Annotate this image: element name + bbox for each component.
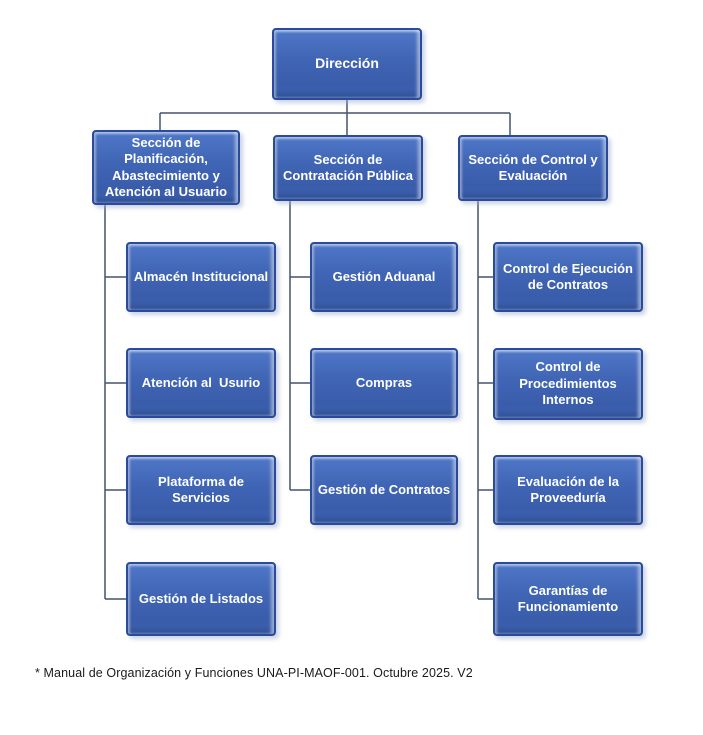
org-node-label: Control de Procedimientos Internos (519, 359, 621, 408)
org-node-label: Almacén Institucional (133, 268, 269, 284)
org-node-label: Compras (355, 374, 413, 390)
org-node-seccion-planificacion: Sección de Planificación, Abastecimiento… (92, 130, 240, 205)
org-node-label: Gestión de Contratos (317, 481, 451, 497)
org-node-almacen-institucional: Almacén Institucional (126, 242, 276, 312)
org-node-gestion-aduanal: Gestión Aduanal (310, 242, 458, 312)
footnote: * Manual de Organización y Funciones UNA… (35, 666, 473, 680)
org-node-label: Sección de Planificación, Abastecimiento… (104, 134, 228, 200)
org-node-direccion: Dirección (272, 28, 422, 100)
org-node-gestion-contratos: Gestión de Contratos (310, 455, 458, 525)
org-node-seccion-contratacion: Sección de Contratación Pública (273, 135, 423, 201)
org-node-label: Sección de Contratación Pública (282, 151, 414, 184)
org-node-label: Gestión de Listados (138, 590, 264, 606)
org-node-control-procedimientos-internos: Control de Procedimientos Internos (493, 348, 643, 420)
org-node-evaluacion-proveeduria: Evaluación de la Proveeduría (493, 455, 643, 525)
org-node-label: Plataforma de Servicios (158, 473, 248, 506)
org-node-garantias-funcionamiento: Garantías de Funcionamiento (493, 562, 643, 636)
org-node-gestion-listados: Gestión de Listados (126, 562, 276, 636)
org-node-label: Garantías de Funcionamiento (517, 582, 619, 615)
org-node-label: Dirección (315, 55, 379, 72)
org-node-label: Evaluación de la Proveeduría (517, 473, 623, 506)
org-node-compras: Compras (310, 348, 458, 418)
org-node-control-ejecucion-contratos: Control de Ejecución de Contratos (493, 242, 643, 312)
org-node-atencion-al-usuario: Atención al Usurio (126, 348, 276, 418)
org-node-label: Gestión Aduanal (332, 268, 436, 284)
org-node-seccion-control: Sección de Control y Evaluación (458, 135, 608, 201)
org-node-label: Sección de Control y Evaluación (468, 151, 602, 184)
org-node-label: Atención al Usurio (141, 374, 261, 390)
org-node-plataforma-servicios: Plataforma de Servicios (126, 455, 276, 525)
org-node-label: Control de Ejecución de Contratos (502, 260, 637, 293)
